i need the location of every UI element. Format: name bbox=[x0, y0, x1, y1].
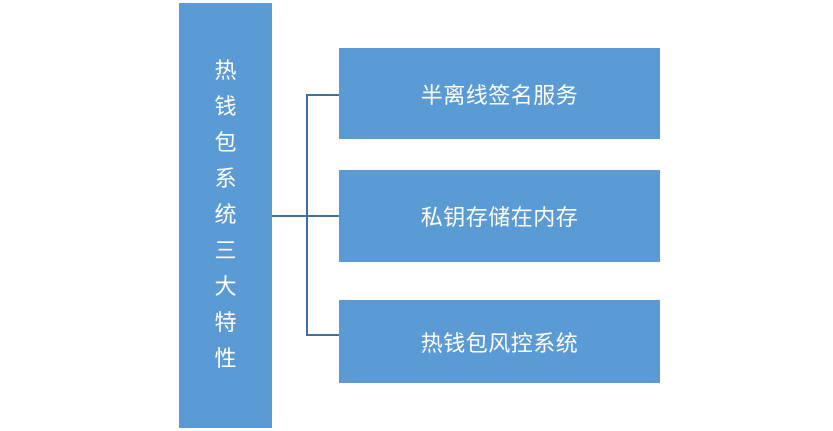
branch-node-label: 热钱包风控系统 bbox=[420, 331, 579, 357]
connector-to-branch-1 bbox=[306, 94, 339, 96]
root-node-label: 热钱包系统三大特性 bbox=[214, 58, 237, 372]
branch-node-label: 半离线签名服务 bbox=[420, 83, 579, 109]
connector-to-branch-3 bbox=[306, 334, 339, 336]
branch-node-semi-offline-signing: 半离线签名服务 bbox=[339, 48, 660, 139]
branch-node-risk-control-system: 热钱包风控系统 bbox=[339, 300, 660, 383]
branch-node-label: 私钥存储在内存 bbox=[420, 206, 579, 231]
branch-node-private-key-in-memory: 私钥存储在内存 bbox=[339, 170, 660, 262]
root-node-hot-wallet-features: 热钱包系统三大特性 bbox=[179, 3, 272, 428]
connector-trunk-vertical bbox=[306, 94, 308, 336]
connector-root-to-trunk bbox=[272, 215, 339, 217]
